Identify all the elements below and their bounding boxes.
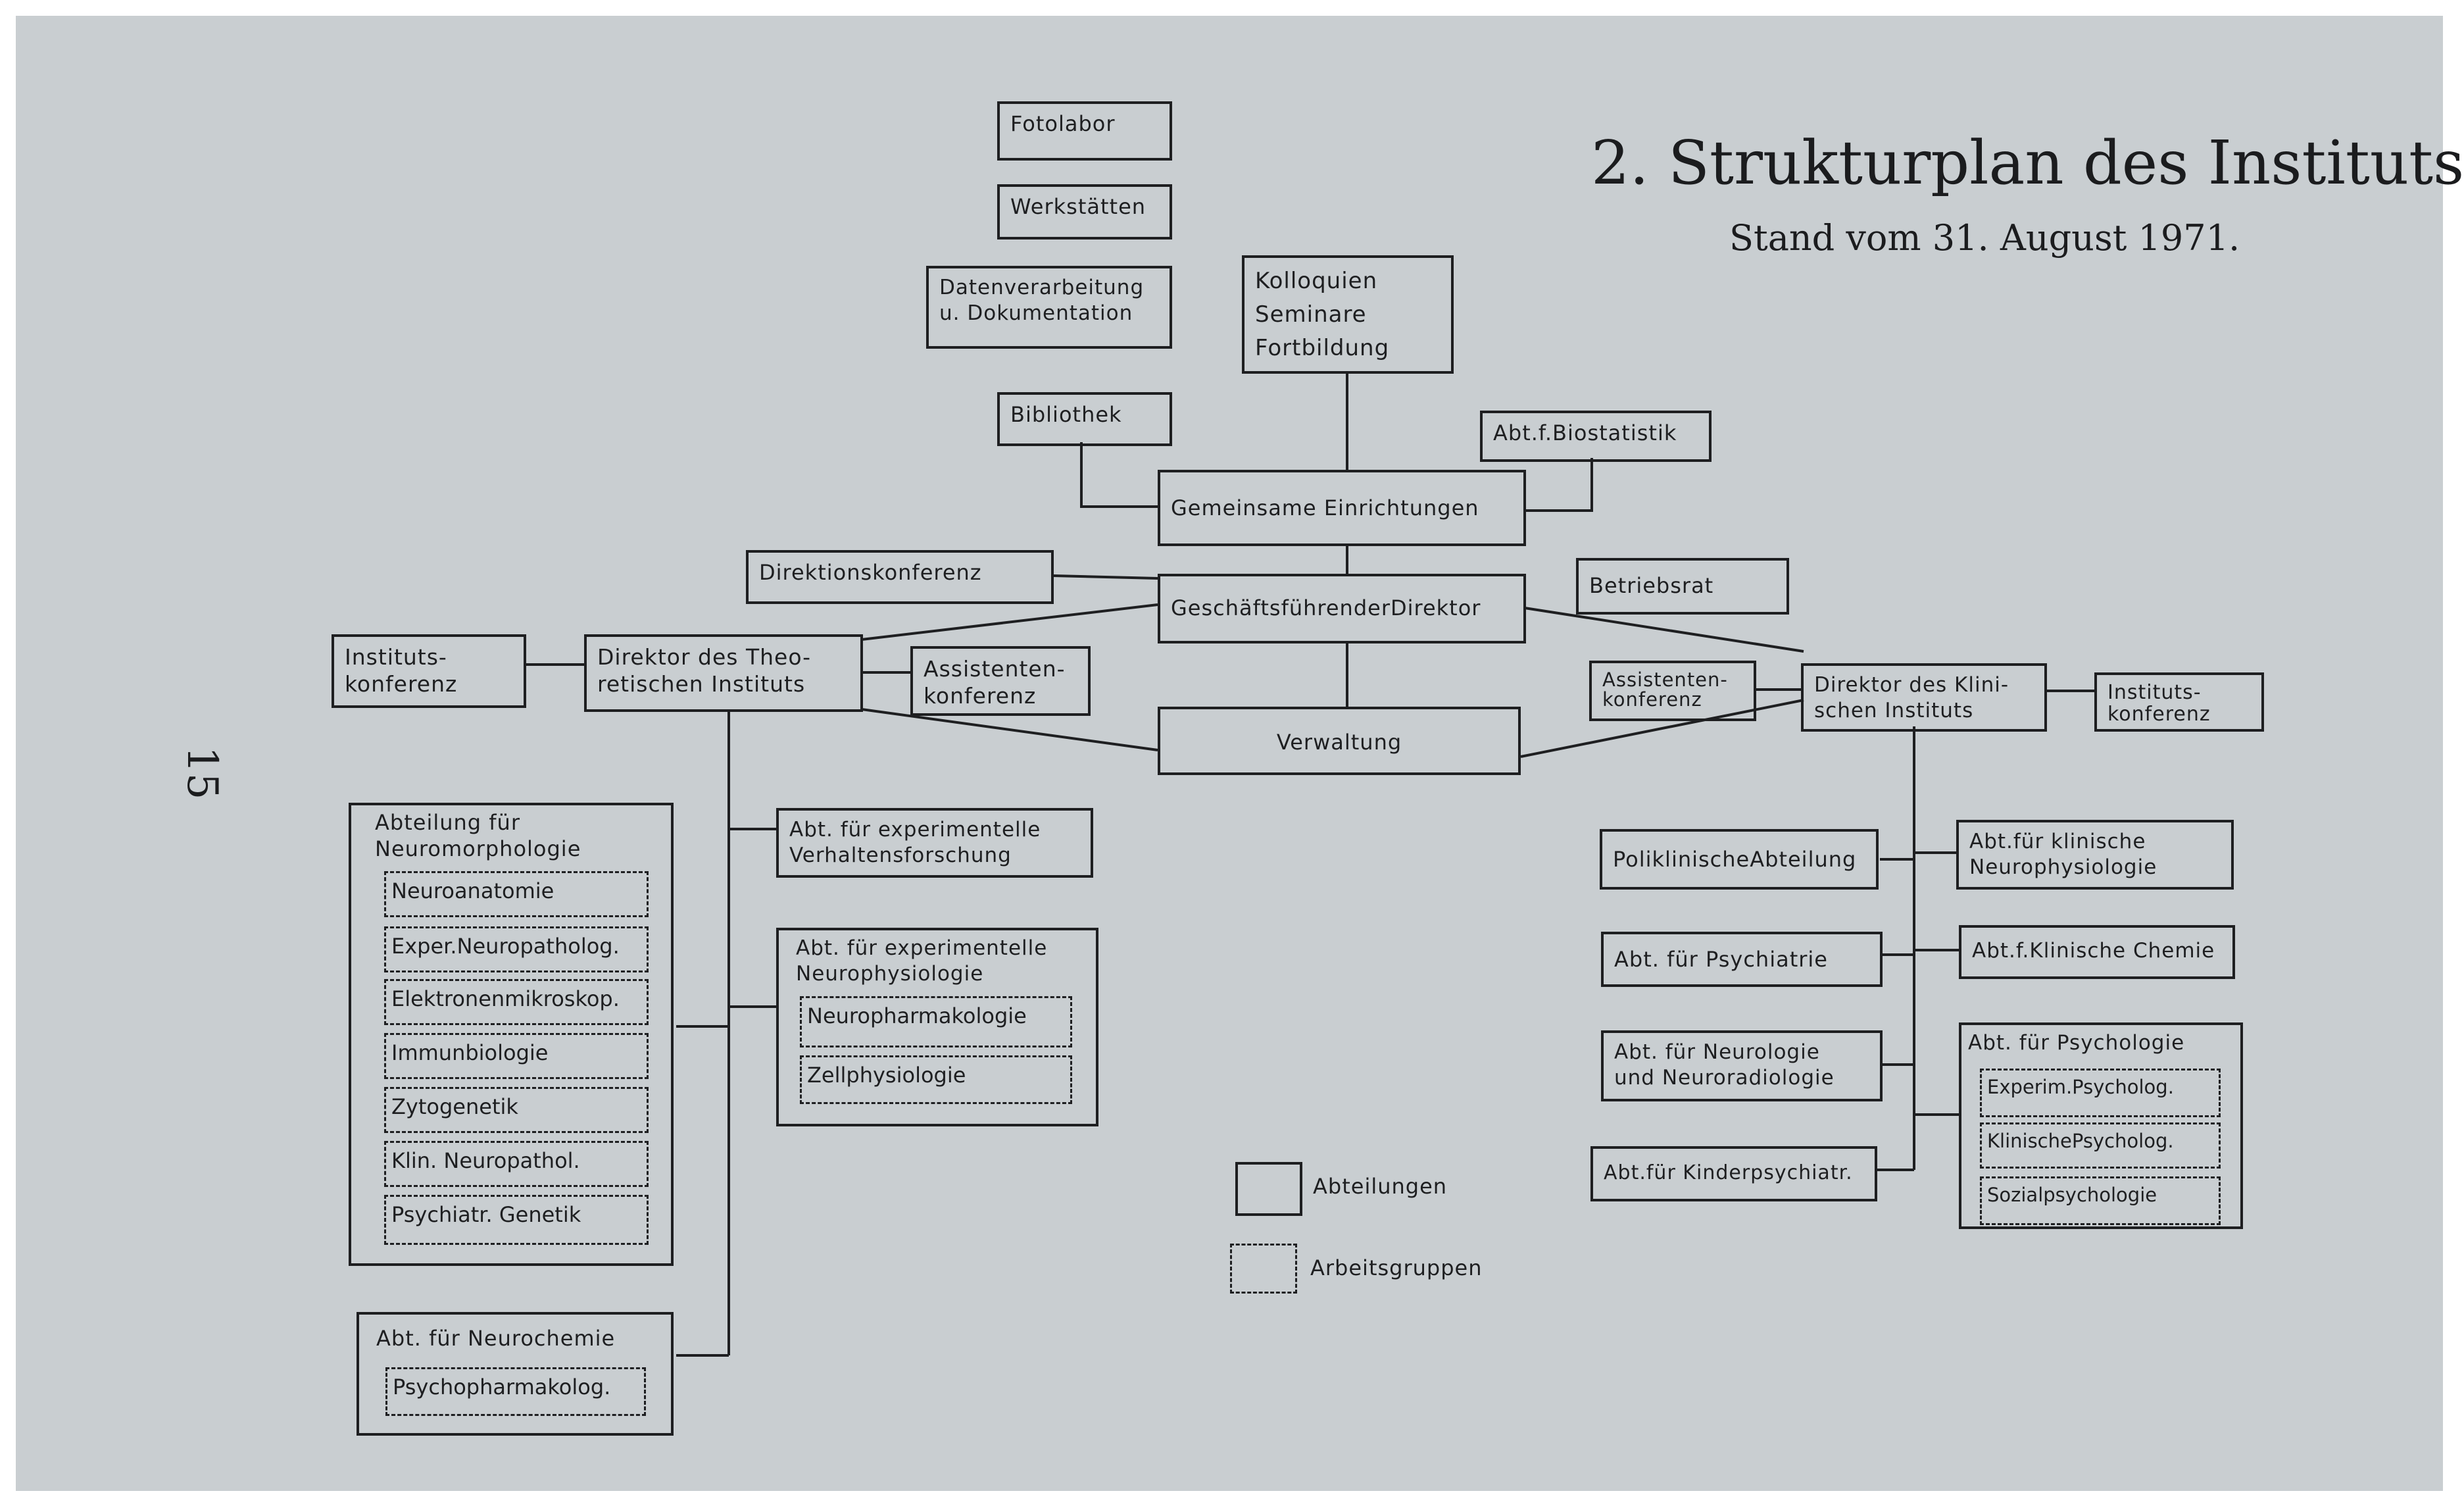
node-kolloquien: Kolloquien Seminare Fortbildung xyxy=(1242,255,1454,374)
group-neuroanatomie: Neuroanatomie xyxy=(384,871,649,917)
group-immunbiologie: Immunbiologie xyxy=(384,1033,649,1079)
node-fotolabor: Fotolabor xyxy=(997,101,1172,161)
connector-verwaltung-direktor-theo xyxy=(861,708,1158,751)
group-elektronenmikroskopie: Elektronenmikroskop. xyxy=(384,979,649,1025)
dept-neuromorphologie xyxy=(349,803,674,1266)
connector-lines xyxy=(526,371,2094,1357)
connector-bibliothek xyxy=(1080,442,1158,508)
node-assistenten-konferenz-right: Assistenten- konferenz xyxy=(1589,661,1756,721)
dept-neurophysiologie-title: Abt. für experimentelle Neurophysiologie xyxy=(796,936,1048,986)
node-datenverarbeitung: Datenverarbeitung u. Dokumentation xyxy=(926,266,1172,349)
connector-biostatistik xyxy=(1525,458,1593,512)
group-klin-neuropathologie: Klin. Neuropathol. xyxy=(384,1141,649,1187)
connector-direktionskonferenz xyxy=(1053,574,1158,580)
page-subtitle: Stand vom 31. August 1971. xyxy=(1729,217,2240,259)
node-instituts-konferenz-right: Instituts- konferenz xyxy=(2094,672,2264,732)
connector-verwaltung-direktor-klin xyxy=(1520,699,1804,758)
node-assistenten-konferenz-left: Assistenten- konferenz xyxy=(910,646,1091,716)
node-verhaltensforschung: Abt. für experimentelle Verhaltensforsch… xyxy=(776,808,1093,878)
group-exper-neuropathologie: Exper.Neuropatholog. xyxy=(384,926,649,972)
node-verwaltung: Verwaltung xyxy=(1158,707,1521,775)
legend-abteilungen-label: Abteilungen xyxy=(1313,1174,1448,1199)
dept-psychologie-title: Abt. für Psychologie xyxy=(1968,1031,2185,1055)
node-poliklinische-abteilung: PoliklinischeAbteilung xyxy=(1600,829,1879,890)
group-experim-psychologie: Experim.Psycholog. xyxy=(1980,1069,2221,1117)
node-direktor-theoretisch: Direktor des Theo- retischen Instituts xyxy=(584,634,863,712)
group-sozialpsychologie: Sozialpsychologie xyxy=(1980,1176,2221,1225)
node-geschaeftsfuehrender-direktor: GeschäftsführenderDirektor xyxy=(1158,574,1526,643)
legend-arbeitsgruppen-label: Arbeitsgruppen xyxy=(1310,1255,1483,1280)
group-psychiatr-genetik: Psychiatr. Genetik xyxy=(384,1195,649,1245)
dept-neurochemie xyxy=(357,1312,674,1436)
node-bibliothek: Bibliothek xyxy=(997,392,1172,446)
group-neuropharmakologie: Neuropharmakologie xyxy=(800,996,1072,1047)
group-klinische-psychologie: KlinischePsycholog. xyxy=(1980,1122,2221,1169)
group-zellphysiologie: Zellphysiologie xyxy=(800,1055,1072,1104)
page-title: 2. Strukturplan des Instituts xyxy=(1591,128,2464,198)
connector-gfd-direktor-theo xyxy=(861,603,1158,641)
connector-gfd-direktor-klin xyxy=(1524,607,1804,653)
node-betriebsrat: Betriebsrat xyxy=(1576,558,1789,615)
node-klin-chemie: Abt.f.Klinische Chemie xyxy=(1959,925,2235,979)
group-psychopharmakologie: Psychopharmakolog. xyxy=(385,1367,646,1416)
dept-neuromorphologie-title: Abteilung für Neuromorphologie xyxy=(375,810,581,861)
group-zytogenetik: Zytogenetik xyxy=(384,1087,649,1133)
node-instituts-konferenz-left: Instituts- konferenz xyxy=(332,634,526,708)
dept-psychologie xyxy=(1959,1022,2243,1229)
document-page: 2. Strukturplan des Instituts Stand vom … xyxy=(16,16,2464,1491)
node-gemeinsame-einrichtungen: Gemeinsame Einrichtungen xyxy=(1158,470,1526,546)
node-direktionskonferenz: Direktionskonferenz xyxy=(746,550,1054,604)
node-biostatistik: Abt.f.Biostatistik xyxy=(1480,411,1712,462)
node-psychiatrie: Abt. für Psychiatrie xyxy=(1601,932,1883,987)
dept-neurochemie-title: Abt. für Neurochemie xyxy=(376,1326,616,1351)
node-werkstaetten: Werkstätten xyxy=(997,184,1172,239)
node-neurologie: Abt. für Neurologie und Neuroradiologie xyxy=(1601,1030,1883,1101)
dept-neurophysiologie xyxy=(776,928,1098,1126)
legend-solid-box xyxy=(1235,1162,1302,1216)
node-klin-neurophysiologie: Abt.für klinische Neurophysiologie xyxy=(1956,820,2234,890)
node-direktor-klinisch: Direktor des Klini- schen Instituts xyxy=(1801,663,2047,732)
legend-dashed-box xyxy=(1230,1244,1297,1294)
node-kinderpsychiatrie: Abt.für Kinderpsychiatr. xyxy=(1590,1146,1877,1201)
